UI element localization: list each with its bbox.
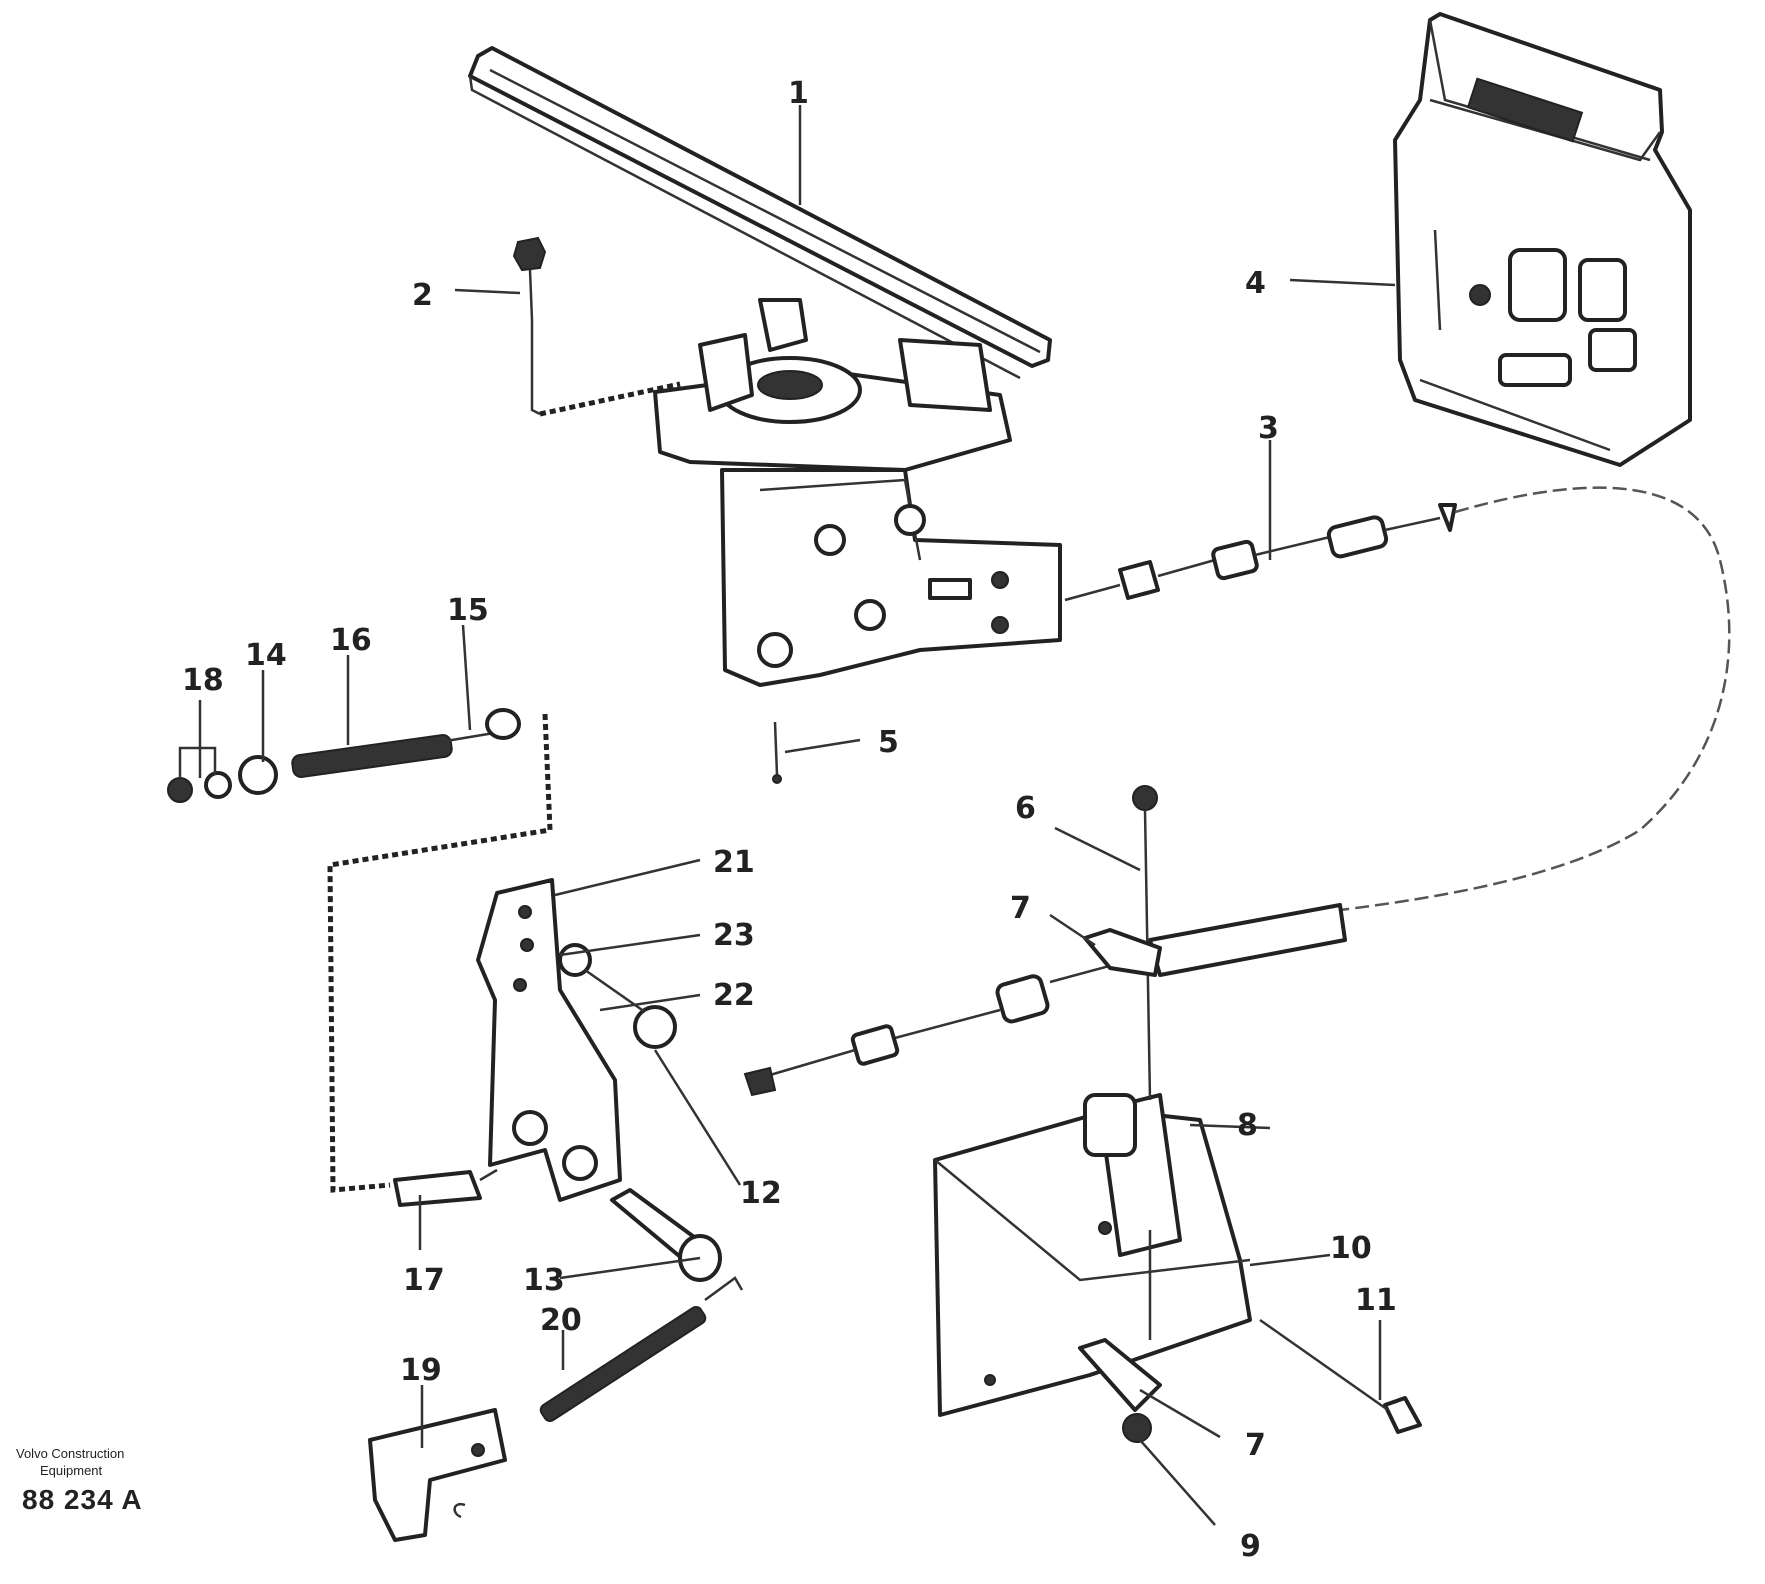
label-7-lower: 7 bbox=[1245, 1428, 1266, 1463]
label-15: 15 bbox=[447, 593, 489, 628]
spring-rod-assembly bbox=[167, 708, 521, 803]
label-20: 20 bbox=[540, 1303, 582, 1338]
bolt-nut-stack bbox=[1078, 1318, 1422, 1443]
throttle-cable bbox=[743, 486, 1731, 1097]
label-22: 22 bbox=[713, 978, 755, 1013]
screw-part-6 bbox=[1083, 785, 1162, 1101]
label-5: 5 bbox=[878, 725, 899, 760]
label-21: 21 bbox=[713, 845, 755, 880]
label-13: 13 bbox=[523, 1263, 565, 1298]
label-7-upper: 7 bbox=[1010, 891, 1031, 926]
screw-part-2 bbox=[512, 236, 681, 417]
label-8: 8 bbox=[1237, 1108, 1258, 1143]
spring-bracket-part-19 bbox=[368, 1408, 507, 1542]
accelerator-pedal-assembly bbox=[468, 46, 1062, 687]
label-4: 4 bbox=[1245, 266, 1266, 301]
lever-bracket bbox=[393, 878, 677, 1207]
label-17: 17 bbox=[403, 1263, 445, 1298]
label-23: 23 bbox=[713, 918, 755, 953]
label-9: 9 bbox=[1240, 1529, 1261, 1564]
label-6: 6 bbox=[1015, 791, 1036, 826]
leader-lines bbox=[178, 105, 1396, 1526]
label-12: 12 bbox=[740, 1176, 782, 1211]
spring-link-guide bbox=[327, 713, 553, 1193]
footer-sub: Equipment bbox=[40, 1463, 103, 1478]
label-3: 3 bbox=[1258, 411, 1279, 446]
label-16: 16 bbox=[330, 623, 372, 658]
return-spring-part-20 bbox=[539, 1276, 744, 1422]
label-1: 1 bbox=[788, 76, 809, 111]
label-2: 2 bbox=[412, 278, 433, 313]
link-rod-part-13 bbox=[610, 1188, 722, 1282]
label-11: 11 bbox=[1355, 1283, 1397, 1318]
label-19: 19 bbox=[400, 1353, 442, 1388]
label-18: 18 bbox=[182, 663, 224, 698]
figure-reference: 88 234 A bbox=[22, 1484, 143, 1515]
pin-part-5 bbox=[772, 721, 782, 784]
footer-company: Volvo Construction bbox=[16, 1446, 125, 1461]
control-valve-box bbox=[1393, 12, 1692, 467]
part-labels: 1 2 3 4 5 6 7 8 10 11 7 9 12 13 17 19 20… bbox=[182, 76, 1397, 1564]
lower-bracket-plate bbox=[933, 1093, 1252, 1417]
label-14: 14 bbox=[245, 638, 287, 673]
label-10: 10 bbox=[1330, 1231, 1372, 1266]
